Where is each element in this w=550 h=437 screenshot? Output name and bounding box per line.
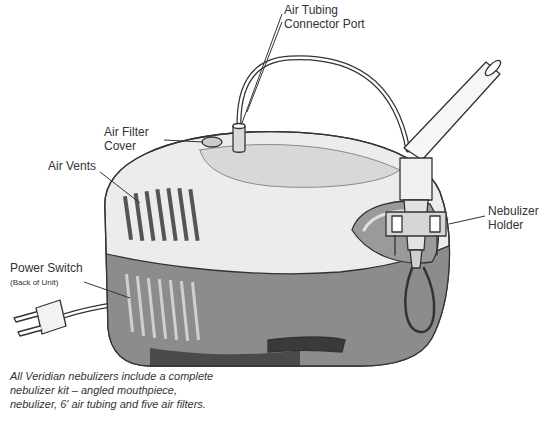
part-label: Air Filter Cover [104, 126, 164, 154]
part-label: Nebulizer Holder [488, 205, 548, 233]
part-note: (Back of Unit) [10, 278, 130, 287]
part-label: Power Switch [10, 262, 130, 276]
part-label: Air Vents [48, 160, 128, 174]
part-label: Air Tubing Connector Port [284, 4, 376, 32]
caption: All Veridian nebulizers include a comple… [10, 370, 215, 411]
